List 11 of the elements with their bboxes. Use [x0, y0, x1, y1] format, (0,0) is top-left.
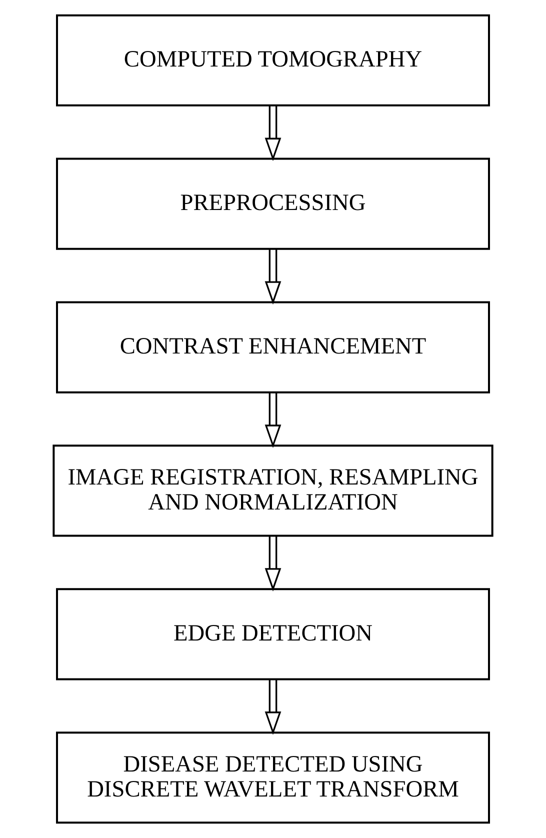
arrow — [264, 106, 282, 162]
node-box: PREPROCESSING — [56, 158, 490, 250]
arrow — [264, 249, 282, 305]
node-box: IMAGE REGISTRATION, RESAMPLING AND NORMALIZATION — [52, 444, 494, 537]
arrow — [264, 392, 282, 448]
arrow — [264, 679, 282, 735]
node-box: CONTRAST ENHANCEMENT — [56, 301, 490, 394]
node-box: EDGE DETECTION — [56, 588, 490, 680]
node-box: COMPUTED TOMOGRAPHY — [56, 14, 490, 106]
node-box: DISEASE DETECTED USING DISCRETE WAVELET TRANSFORM — [56, 732, 490, 824]
arrow — [264, 536, 282, 592]
